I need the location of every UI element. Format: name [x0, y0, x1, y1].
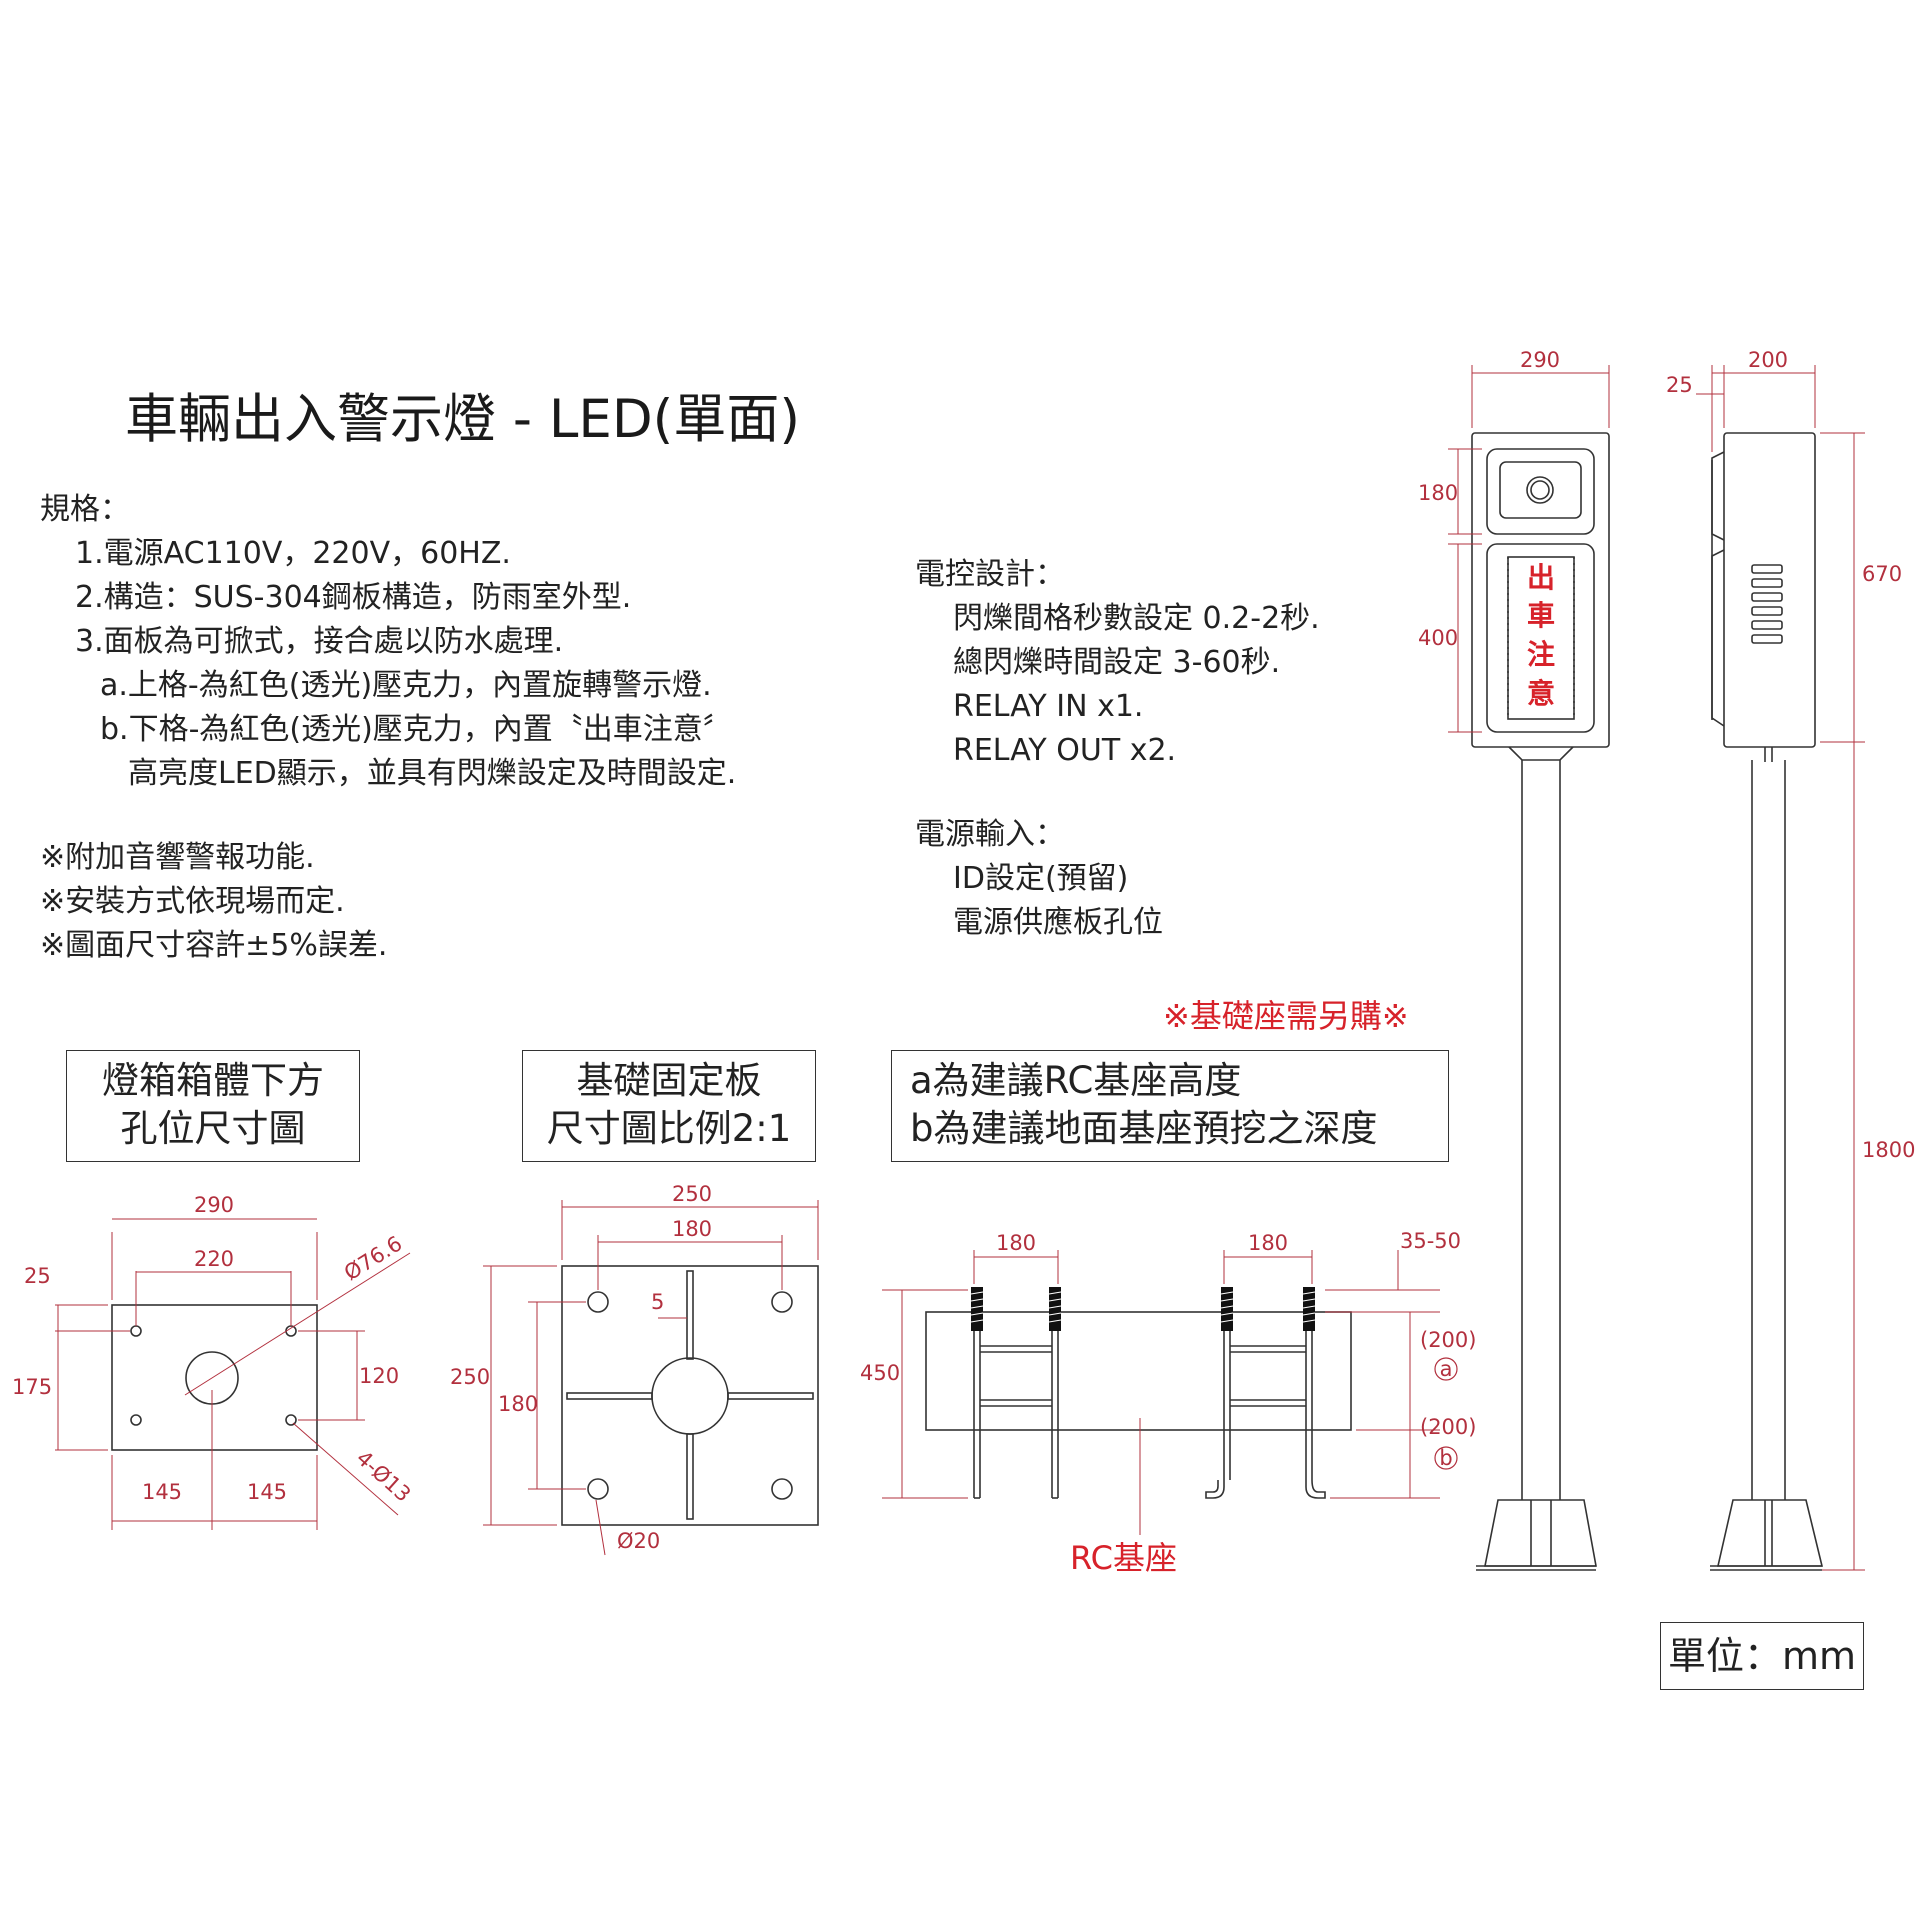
dim-label: b: [1439, 1446, 1452, 1470]
dim-label: 120: [359, 1364, 399, 1388]
dim-label: Ø20: [617, 1529, 660, 1553]
dim-label: 145: [142, 1480, 182, 1504]
circle-marker-b: [1434, 1446, 1458, 1470]
power-line: ID設定(預留): [953, 861, 1129, 896]
dim-label: 670: [1862, 562, 1902, 586]
box-line: 尺寸圖比例2:1: [546, 1107, 792, 1150]
spec-note: ※圖面尺寸容許±5%誤差.: [40, 928, 388, 963]
label-box-hole-plan: 燈箱箱體下方 孔位尺寸圖: [66, 1050, 360, 1162]
dim-label: 450: [860, 1361, 900, 1385]
led-char: 出: [1527, 561, 1555, 594]
dim-label: 1800: [1862, 1138, 1915, 1162]
dim-label: 145: [247, 1480, 287, 1504]
box-line: 基礎固定板: [576, 1059, 762, 1102]
box-line: 燈箱箱體下方: [102, 1059, 324, 1102]
dim-label: 250: [672, 1182, 712, 1206]
foundation-note: ※基礎座需另購※: [1163, 997, 1409, 1035]
rc-base-drawing: [925, 1290, 1352, 1499]
spec-heading: 規格：: [40, 492, 130, 527]
label-box-rc-base: a為建議RC基座高度 b為建議地面基座預挖之深度: [891, 1050, 1449, 1162]
spec-line: 3.面板為可掀式，接合處以防水處理.: [75, 624, 564, 659]
dim-label: (200): [1420, 1328, 1476, 1352]
led-char: 意: [1527, 677, 1555, 710]
spec-line: 高亮度LED顯示，並具有閃爍設定及時間設定.: [128, 756, 737, 791]
unit-label: 單位：mm: [1660, 1622, 1864, 1690]
electrical-line: RELAY IN x1.: [953, 689, 1144, 724]
power-line: 電源供應板孔位: [953, 905, 1163, 940]
spec-list: 規格： 1.電源AC110V，220V，60HZ. 2.構造：SUS-304鋼板…: [40, 488, 736, 968]
dim-label: 5: [651, 1290, 664, 1314]
dim-label: 250: [450, 1365, 490, 1389]
power-heading: 電源輸入：: [915, 817, 1065, 852]
dim-label: 220: [194, 1247, 234, 1271]
rc-thread-ticks: [970, 1291, 1316, 1323]
dim-label: 290: [194, 1193, 234, 1217]
label-box-base-plate: 基礎固定板 尺寸圖比例2:1: [522, 1050, 816, 1162]
rc-base-label: RC基座: [1070, 1539, 1177, 1577]
rc-base-dimensions: [882, 1250, 1440, 1535]
electrical-line: 閃爍間格秒數設定 0.2-2秒.: [953, 601, 1320, 636]
dim-label: 175: [12, 1375, 52, 1399]
dimension-labels: 290 220 Ø76.6 25 175 120 145 145 4-Ø13 2…: [12, 348, 1915, 1553]
dim-label: 290: [1520, 348, 1560, 372]
dim-label: 25: [1666, 373, 1693, 397]
dim-label: Ø76.6: [340, 1231, 406, 1285]
dim-label: a: [1440, 1357, 1453, 1381]
dim-label: 180: [1248, 1231, 1288, 1255]
dim-label: 180: [996, 1231, 1036, 1255]
box-line: b為建議地面基座預挖之深度: [910, 1107, 1378, 1150]
led-char: 注: [1527, 638, 1555, 671]
electrical-line: 總閃爍時間設定 3-60秒.: [953, 645, 1281, 680]
side-view-drawing: [1710, 432, 1824, 1571]
spec-note: ※附加音響警報功能.: [40, 840, 315, 875]
base-plate-drawing: [561, 1265, 819, 1526]
electrical-line: RELAY OUT x2.: [953, 733, 1177, 768]
box-line: a為建議RC基座高度: [910, 1059, 1242, 1102]
front-view-dimensions: [1448, 365, 1610, 733]
hole-plan-dimensions: [55, 1218, 411, 1530]
rc-threads: [971, 1287, 1315, 1331]
side-view-dimensions: [1696, 365, 1865, 1571]
dim-label: (200): [1420, 1415, 1476, 1439]
spec-line: 2.構造：SUS-304鋼板構造，防雨室外型.: [75, 580, 632, 615]
hole-plan-drawing: [111, 1304, 318, 1451]
electrical-spec: 電控設計： 閃爍間格秒數設定 0.2-2秒. 總閃爍時間設定 3-60秒. RE…: [915, 553, 1320, 945]
dim-label: 180: [498, 1392, 538, 1416]
front-view-drawing: [1471, 432, 1610, 1571]
dim-label: 400: [1418, 626, 1458, 650]
spec-line: a.上格-為紅色(透光)壓克力，內置旋轉警示燈.: [100, 668, 712, 703]
circle-marker-a: [1434, 1357, 1458, 1381]
base-plate-dimensions: [483, 1200, 819, 1556]
box-line: 孔位尺寸圖: [120, 1107, 306, 1150]
dim-label: 200: [1748, 348, 1788, 372]
dim-label: 4-Ø13: [352, 1446, 416, 1507]
spec-line: b.下格-為紅色(透光)壓克力，內置〝出車注意〞: [100, 712, 733, 747]
dim-label: 25: [24, 1264, 51, 1288]
page-title: 車輛出入警示燈 - LED(單面): [125, 389, 800, 450]
spec-line: 1.電源AC110V，220V，60HZ.: [75, 536, 511, 571]
led-char: 車: [1527, 599, 1555, 632]
dim-label: 180: [672, 1217, 712, 1241]
dim-label: 35-50: [1400, 1229, 1461, 1253]
dim-label: 180: [1418, 481, 1458, 505]
electrical-heading: 電控設計：: [915, 557, 1065, 592]
spec-note: ※安裝方式依現場而定.: [40, 884, 345, 919]
